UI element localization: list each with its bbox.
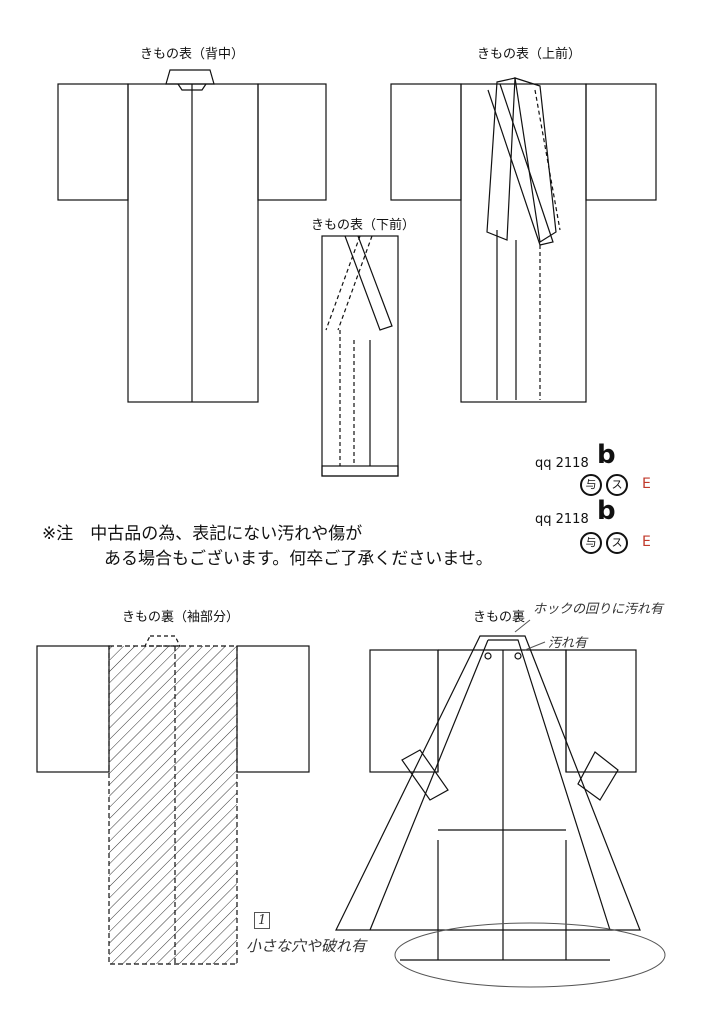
label-kimono-front-lower: きもの表（下前） xyxy=(311,218,416,233)
product-code-circled-char: ス xyxy=(606,474,628,496)
kimono-front-upper-drawing xyxy=(390,77,657,403)
kimono-lining-sleeve-drawing xyxy=(36,635,310,965)
product-grade: E xyxy=(642,534,651,550)
disclaimer-line-1: ※注 中古品の為、表記にない汚れや傷が xyxy=(42,524,363,544)
product-code-circled-char: 与 xyxy=(580,532,602,554)
hook-stain-note: ホックの回りに汚れ有 xyxy=(533,602,664,617)
label-kimono-lining-sleeve: きもの裏（袖部分） xyxy=(122,610,240,625)
product-code-circled-char: ス xyxy=(606,532,628,554)
label-kimono-front-upper: きもの表（上前） xyxy=(477,47,582,62)
product-code-text: qq 2118 xyxy=(535,512,589,527)
label-kimono-back: きもの表（背中） xyxy=(140,47,245,62)
label-kimono-lining: きもの裏 xyxy=(473,610,526,625)
hole-number: 1 xyxy=(254,912,271,929)
pencil-annotations xyxy=(394,619,666,988)
product-code-mark: b xyxy=(597,496,616,526)
product-code-mark: b xyxy=(597,440,616,470)
product-code-text: qq 2118 xyxy=(535,456,589,471)
disclaimer-line-2: ある場合もございます。何卒ご了承くださいませ。 xyxy=(104,549,493,569)
kimono-front-lower-drawing xyxy=(321,235,399,477)
kimono-lining-drawing xyxy=(335,635,641,961)
product-grade: E xyxy=(642,476,651,492)
product-code-circled-char: 与 xyxy=(580,474,602,496)
hole-note: 小さな穴や破れ有 xyxy=(246,937,367,955)
kimono-back-drawing xyxy=(57,69,327,403)
stain-note: 汚れ有 xyxy=(548,636,588,651)
disclaimer-note: ※注 中古品の為、表記にない汚れや傷が ある場合もございます。何卒ご了承ください… xyxy=(42,522,493,572)
